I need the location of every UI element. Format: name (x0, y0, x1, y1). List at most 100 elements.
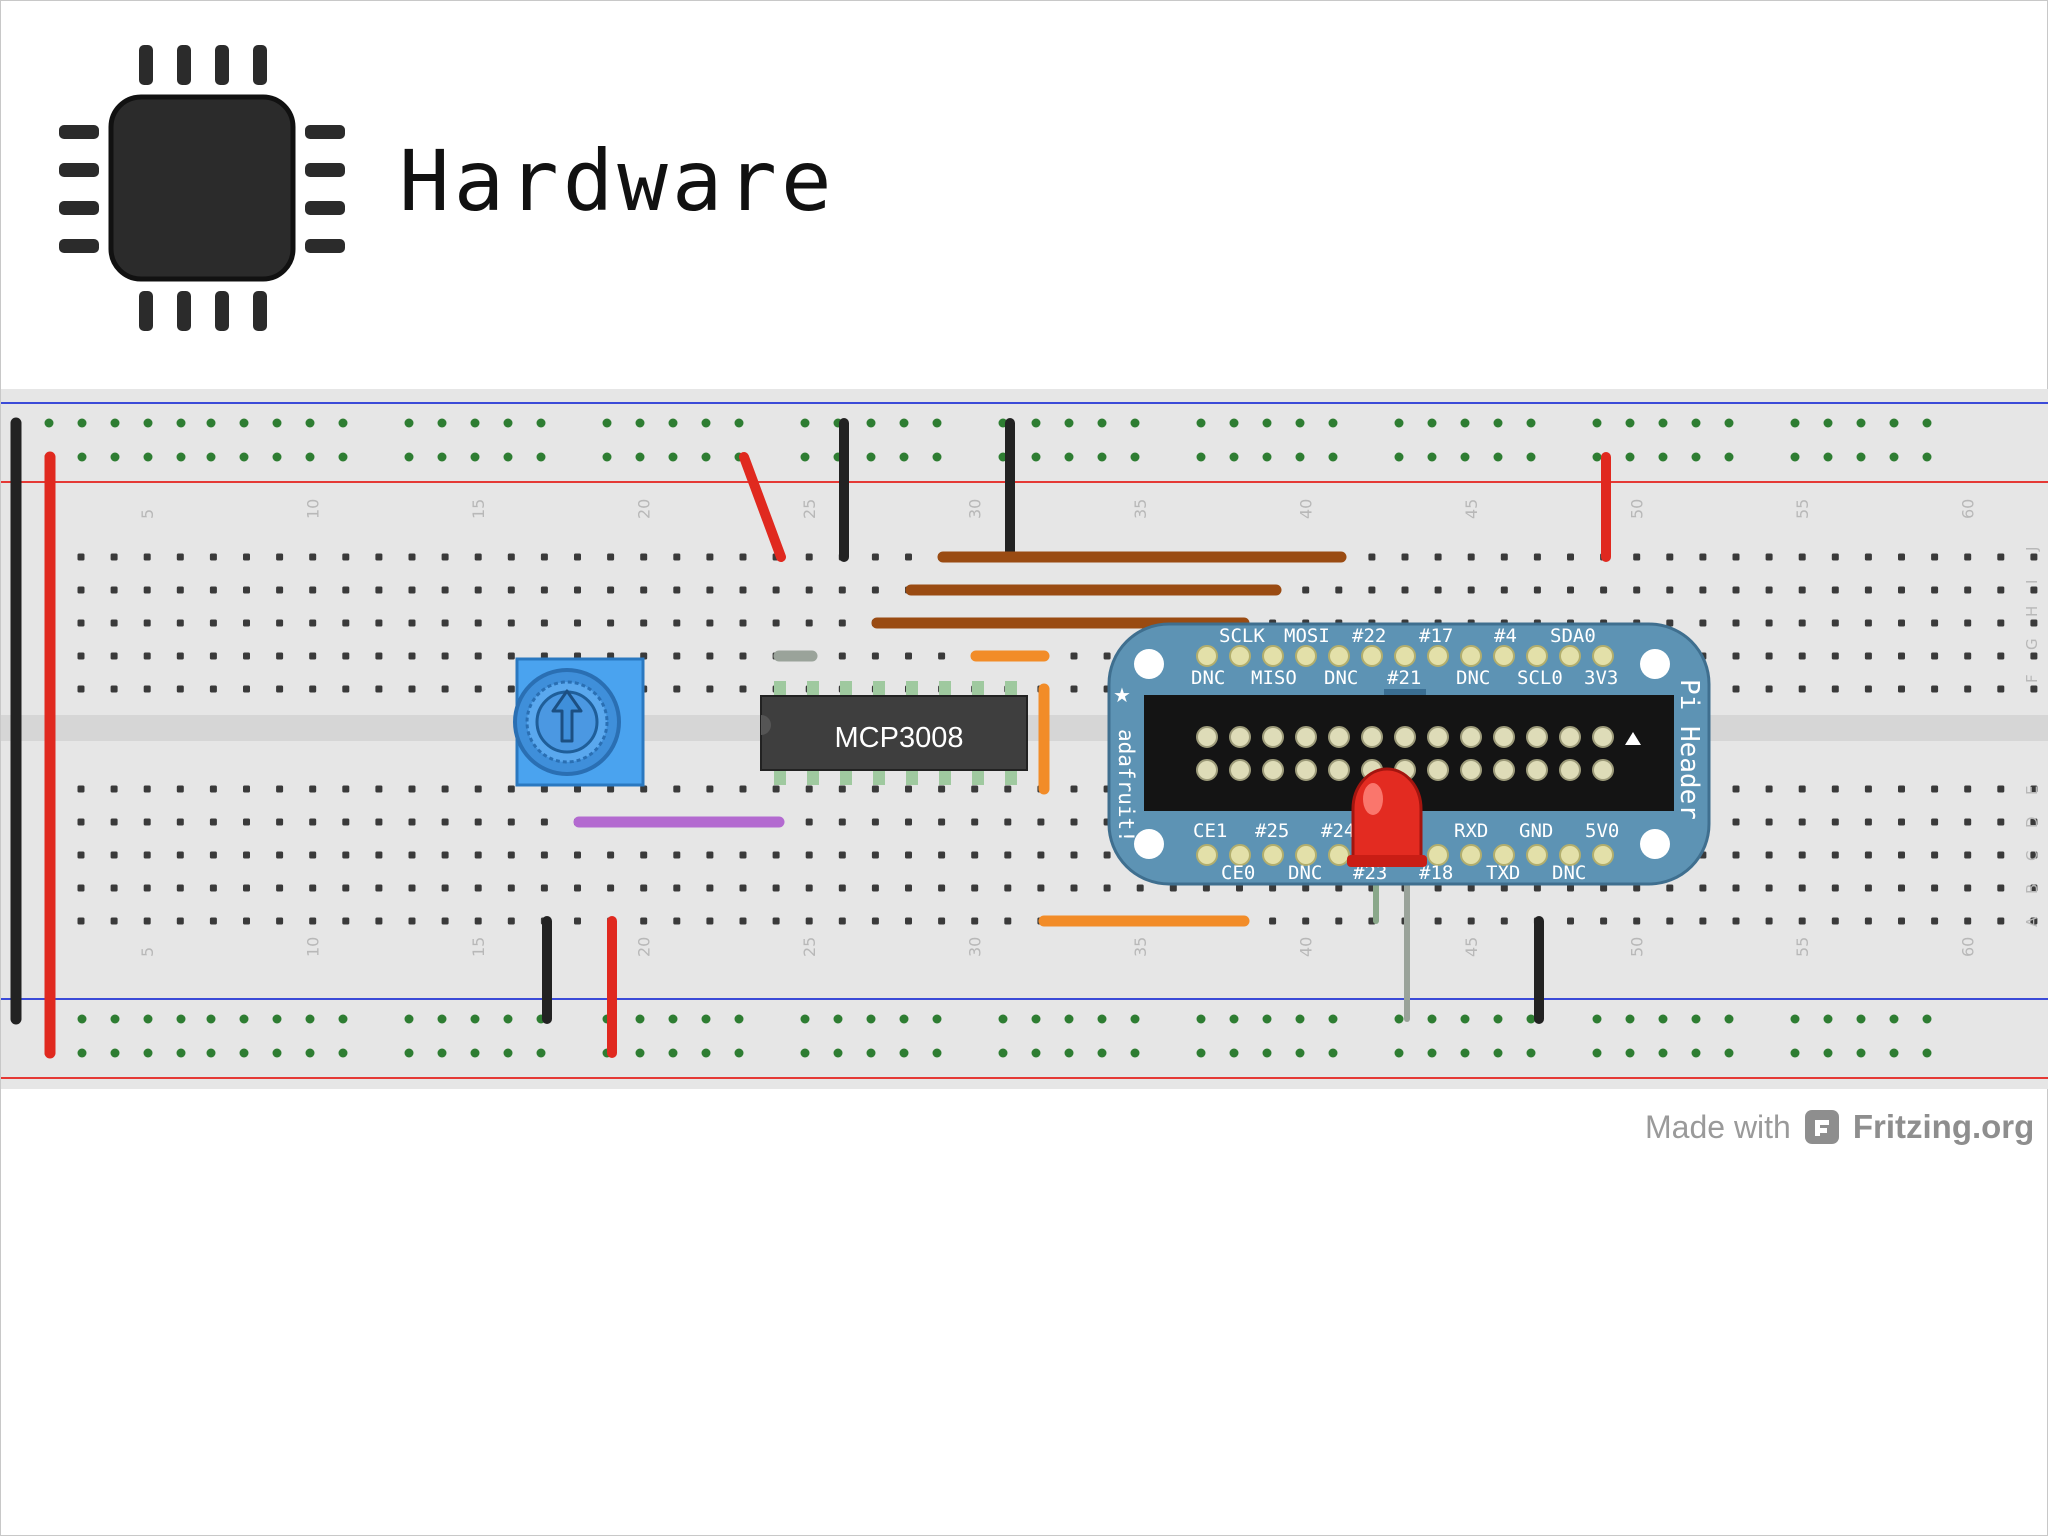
breadboard-hole (1401, 553, 1409, 561)
header-pad (1196, 645, 1218, 667)
rail-hole (1295, 1014, 1305, 1024)
breadboard-hole (971, 818, 979, 826)
breadboard-hole (507, 619, 515, 627)
rail-hole (143, 1014, 153, 1024)
breadboard-hole (706, 586, 714, 594)
breadboard-hole (110, 851, 118, 859)
breadboard-hole (143, 917, 151, 925)
breadboard-hole (739, 619, 747, 627)
breadboard-hole (143, 785, 151, 793)
breadboard-hole (1964, 619, 1972, 627)
breadboard-hole (209, 917, 217, 925)
column-label: 10 (304, 499, 323, 519)
breadboard-hole (1070, 818, 1078, 826)
rail-hole (998, 1014, 1008, 1024)
column-label: 5 (138, 509, 157, 519)
breadboard-hole (1997, 884, 2005, 892)
rail-hole (1658, 418, 1668, 428)
breadboard-hole (1831, 553, 1839, 561)
breadboard-hole (507, 884, 515, 892)
breadboard-hole (309, 553, 317, 561)
header-pad (1229, 645, 1251, 667)
rail-hole (1658, 1014, 1668, 1024)
row-label: A (2023, 916, 2041, 927)
column-label: 30 (966, 937, 985, 957)
breadboard-hole (474, 652, 482, 660)
header-pin (1460, 726, 1482, 748)
breadboard-hole (706, 652, 714, 660)
breadboard-hole (1732, 851, 1740, 859)
breadboard-hole (2030, 652, 2038, 660)
breadboard-hole (673, 785, 681, 793)
breadboard-hole (1567, 553, 1574, 561)
rail-hole (800, 1014, 810, 1024)
rail-hole (1394, 1048, 1404, 1058)
breadboard-hole (1666, 917, 1674, 925)
breadboard-hole (838, 917, 846, 925)
breadboard-hole (1335, 917, 1343, 925)
rail-hole (338, 1048, 348, 1058)
breadboard-hole (1302, 917, 1310, 925)
rail-hole (866, 418, 876, 428)
column-label: 35 (1131, 499, 1150, 519)
breadboard-hole (1434, 884, 1442, 892)
breadboard-hole (243, 818, 250, 826)
rail-hole (1031, 452, 1041, 462)
breadboard-hole (1732, 917, 1740, 925)
breadboard-hole (1864, 586, 1872, 594)
breadboard-hole (408, 785, 416, 793)
rail-hole (338, 452, 348, 462)
rail-hole (1856, 1014, 1866, 1024)
breadboard-hole (1467, 884, 1475, 892)
breadboard-hole (1931, 917, 1939, 925)
breadboard-hole (739, 785, 747, 793)
rail-hole (143, 452, 153, 462)
breadboard-hole (342, 818, 350, 826)
breadboard-hole (176, 652, 184, 660)
breadboard-hole (938, 851, 946, 859)
rail-hole (206, 452, 216, 462)
breadboard-hole (871, 553, 879, 561)
fritzing-credit: Made with Fritzing.org (1645, 1107, 2034, 1147)
rail-hole (206, 1048, 216, 1058)
rail-hole (404, 452, 414, 462)
breadboard-hole (1500, 917, 1508, 925)
rail-hole (1790, 452, 1800, 462)
breadboard-hole (706, 553, 714, 561)
breadboard-hole (938, 785, 946, 793)
breadboard-hole (1600, 586, 1608, 594)
breadboard-hole (1765, 851, 1773, 859)
rail-hole (1295, 452, 1305, 462)
breadboard-hole (871, 884, 879, 892)
breadboard-hole (871, 785, 879, 793)
breadboard-hole (2030, 884, 2038, 892)
breadboard-hole (1600, 884, 1608, 892)
breadboard-hole (110, 619, 118, 627)
breadboard-hole (2030, 818, 2038, 826)
rail-hole (1196, 418, 1206, 428)
rail-hole (77, 418, 87, 428)
breadboard-hole (1964, 851, 1972, 859)
row-label: D (2023, 816, 2041, 828)
breadboard-hole (110, 917, 118, 925)
rail-hole (1790, 1048, 1800, 1058)
breadboard-hole (1732, 785, 1740, 793)
breadboard-hole (77, 586, 85, 594)
breadboard-hole (805, 917, 813, 925)
rail-hole (503, 1014, 513, 1024)
rail-hole (1460, 452, 1470, 462)
breadboard-hole (309, 652, 317, 660)
pi-header-pins (1196, 726, 1614, 781)
rail-hole (239, 418, 249, 428)
breadboard-hole (607, 785, 615, 793)
breadboard-hole (1567, 917, 1574, 925)
rail-hole (1229, 418, 1239, 428)
column-label: 60 (1959, 499, 1978, 519)
breadboard-hole (176, 619, 184, 627)
breadboard-hole (375, 652, 383, 660)
breadboard-hole (640, 586, 648, 594)
header-pad (1262, 645, 1284, 667)
breadboard-hole (77, 685, 85, 693)
rail-hole (635, 1048, 645, 1058)
breadboard-hole (77, 652, 85, 660)
